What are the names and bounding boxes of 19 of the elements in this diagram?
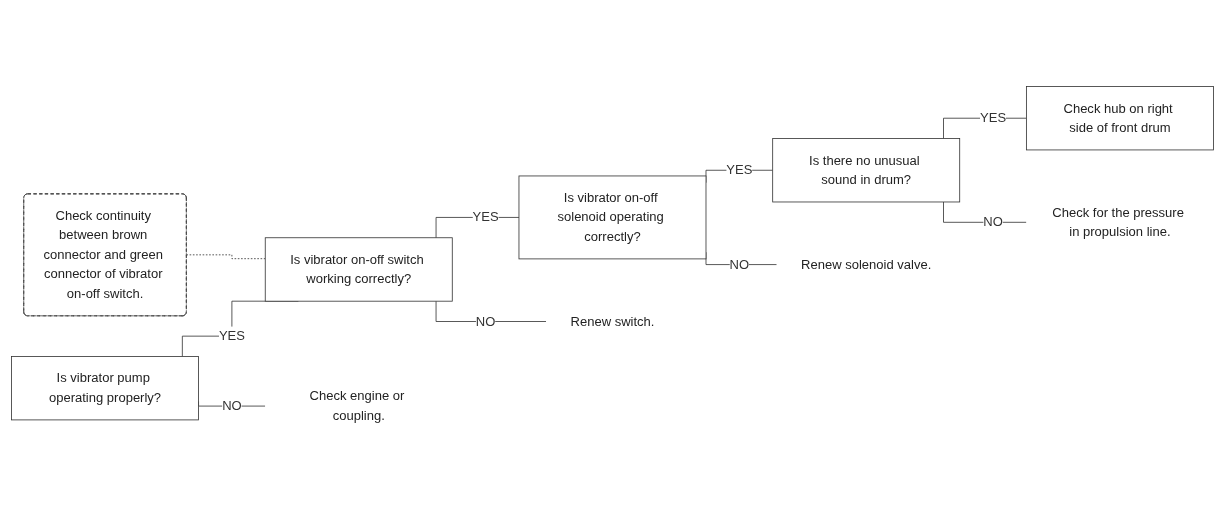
edge-label: YES: [472, 210, 499, 225]
edge-label: NO: [222, 399, 242, 413]
edge-label: NO: [983, 215, 1003, 230]
node-box: Is vibrator pump operating properly?: [11, 356, 199, 421]
edge-label: NO: [475, 314, 496, 329]
node-text: Renew solenoid valve.: [801, 257, 932, 272]
node-box: Check hub on right side of front drum: [1026, 86, 1214, 151]
node-box: Is vibrator on-off switch working correctly?: [264, 237, 453, 302]
node-box: Is there no unusual sound in drum?: [772, 138, 961, 203]
edge-label: YES: [980, 111, 1007, 126]
edge-label: YES: [726, 163, 753, 178]
node-text: Check engine or coupling.: [309, 389, 405, 423]
node-text: Check for the pressure in propulsion line.: [1052, 205, 1184, 239]
node-box: Is vibrator on-off solenoid operating correctly?: [518, 175, 707, 260]
edge-label: NO: [729, 257, 750, 272]
connector: [435, 301, 547, 323]
edge-label: YES: [218, 329, 245, 343]
connector: [186, 254, 266, 260]
node-text: Renew switch.: [570, 314, 655, 329]
